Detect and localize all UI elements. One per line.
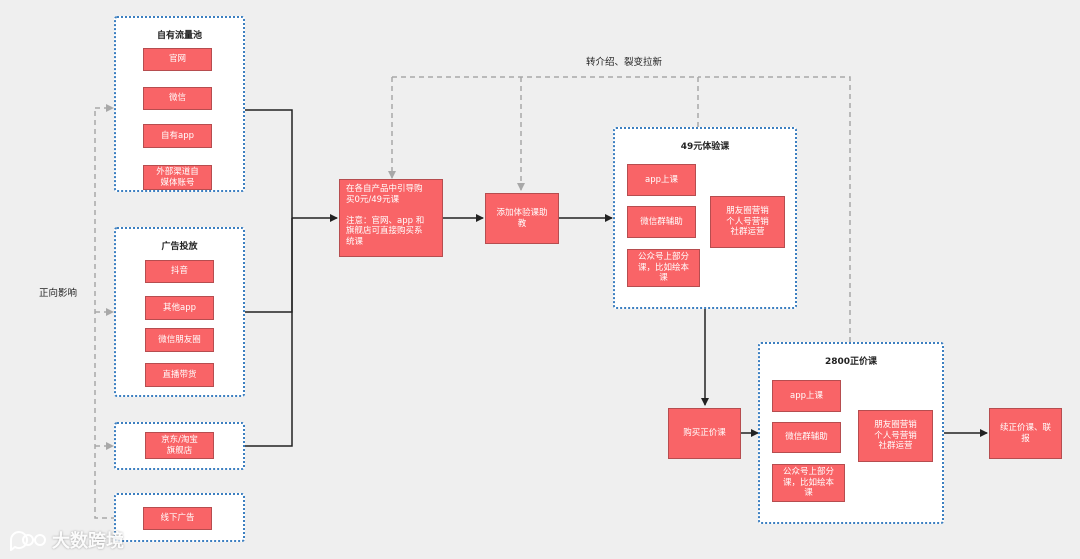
ads-title: 广告投放: [161, 242, 198, 252]
own-traffic-title: 自有流量池: [156, 31, 202, 41]
node-douyin: 抖音: [145, 260, 214, 283]
node-external-media: 外部渠道自 媒体账号: [143, 165, 212, 190]
chat-bubble-logo-icon: [10, 531, 46, 551]
edge-positive-influence: [94, 108, 116, 519]
node-official-site: 官网: [143, 48, 212, 71]
node-buy-full-course: 购买正价课: [668, 408, 741, 459]
full-wechat-group: 微信群辅助: [772, 422, 841, 453]
positive-influence-label: 正向影响: [39, 288, 78, 299]
node-live-commerce: 直播带货: [145, 363, 214, 387]
edge-referral-full: [698, 76, 851, 342]
watermark-text: 大数跨境: [52, 531, 124, 552]
trial-ops: 朋友圈营销 个人号营销 社群运营: [710, 196, 785, 248]
edge-ads: [244, 218, 293, 313]
full-app-class: app上课: [772, 380, 841, 412]
trial-app-class: app上课: [627, 164, 696, 196]
node-moments: 微信朋友圈: [145, 328, 214, 352]
watermark: 大数跨境: [8, 527, 124, 553]
node-other-app: 其他app: [145, 296, 214, 320]
node-jd-taobao: 京东/淘宝 旗舰店: [145, 432, 214, 459]
edge-own-traffic: [244, 109, 293, 218]
node-own-app: 自有app: [143, 124, 212, 148]
edge-referral-trial: [392, 76, 699, 127]
node-wechat: 微信: [143, 87, 212, 110]
full-official-account: 公众号上部分 课，比如绘本 课: [772, 464, 845, 502]
trial-course-title: 49元体验课: [680, 142, 730, 152]
own-traffic-group: 自有流量池: [114, 16, 245, 192]
trial-official-account: 公众号上部分 课，比如绘本 课: [627, 249, 700, 287]
referral-label: 转介绍、裂变拉新: [586, 57, 663, 68]
full-course-title: 2800正价课: [824, 357, 878, 367]
trial-wechat-group: 微信群辅助: [627, 206, 696, 238]
edge-jd: [244, 218, 293, 447]
node-offline-ads: 线下广告: [143, 507, 212, 530]
node-guide-purchase: 在各自产品中引导购 买0元/49元课 注意：官网、app 和 旗舰店可直接购买系…: [339, 179, 443, 257]
full-ops: 朋友圈营销 个人号营销 社群运营: [858, 410, 933, 462]
node-add-assistant: 添加体验课助 教: [485, 193, 559, 244]
node-renew-course: 续正价课、联 报: [989, 408, 1062, 459]
